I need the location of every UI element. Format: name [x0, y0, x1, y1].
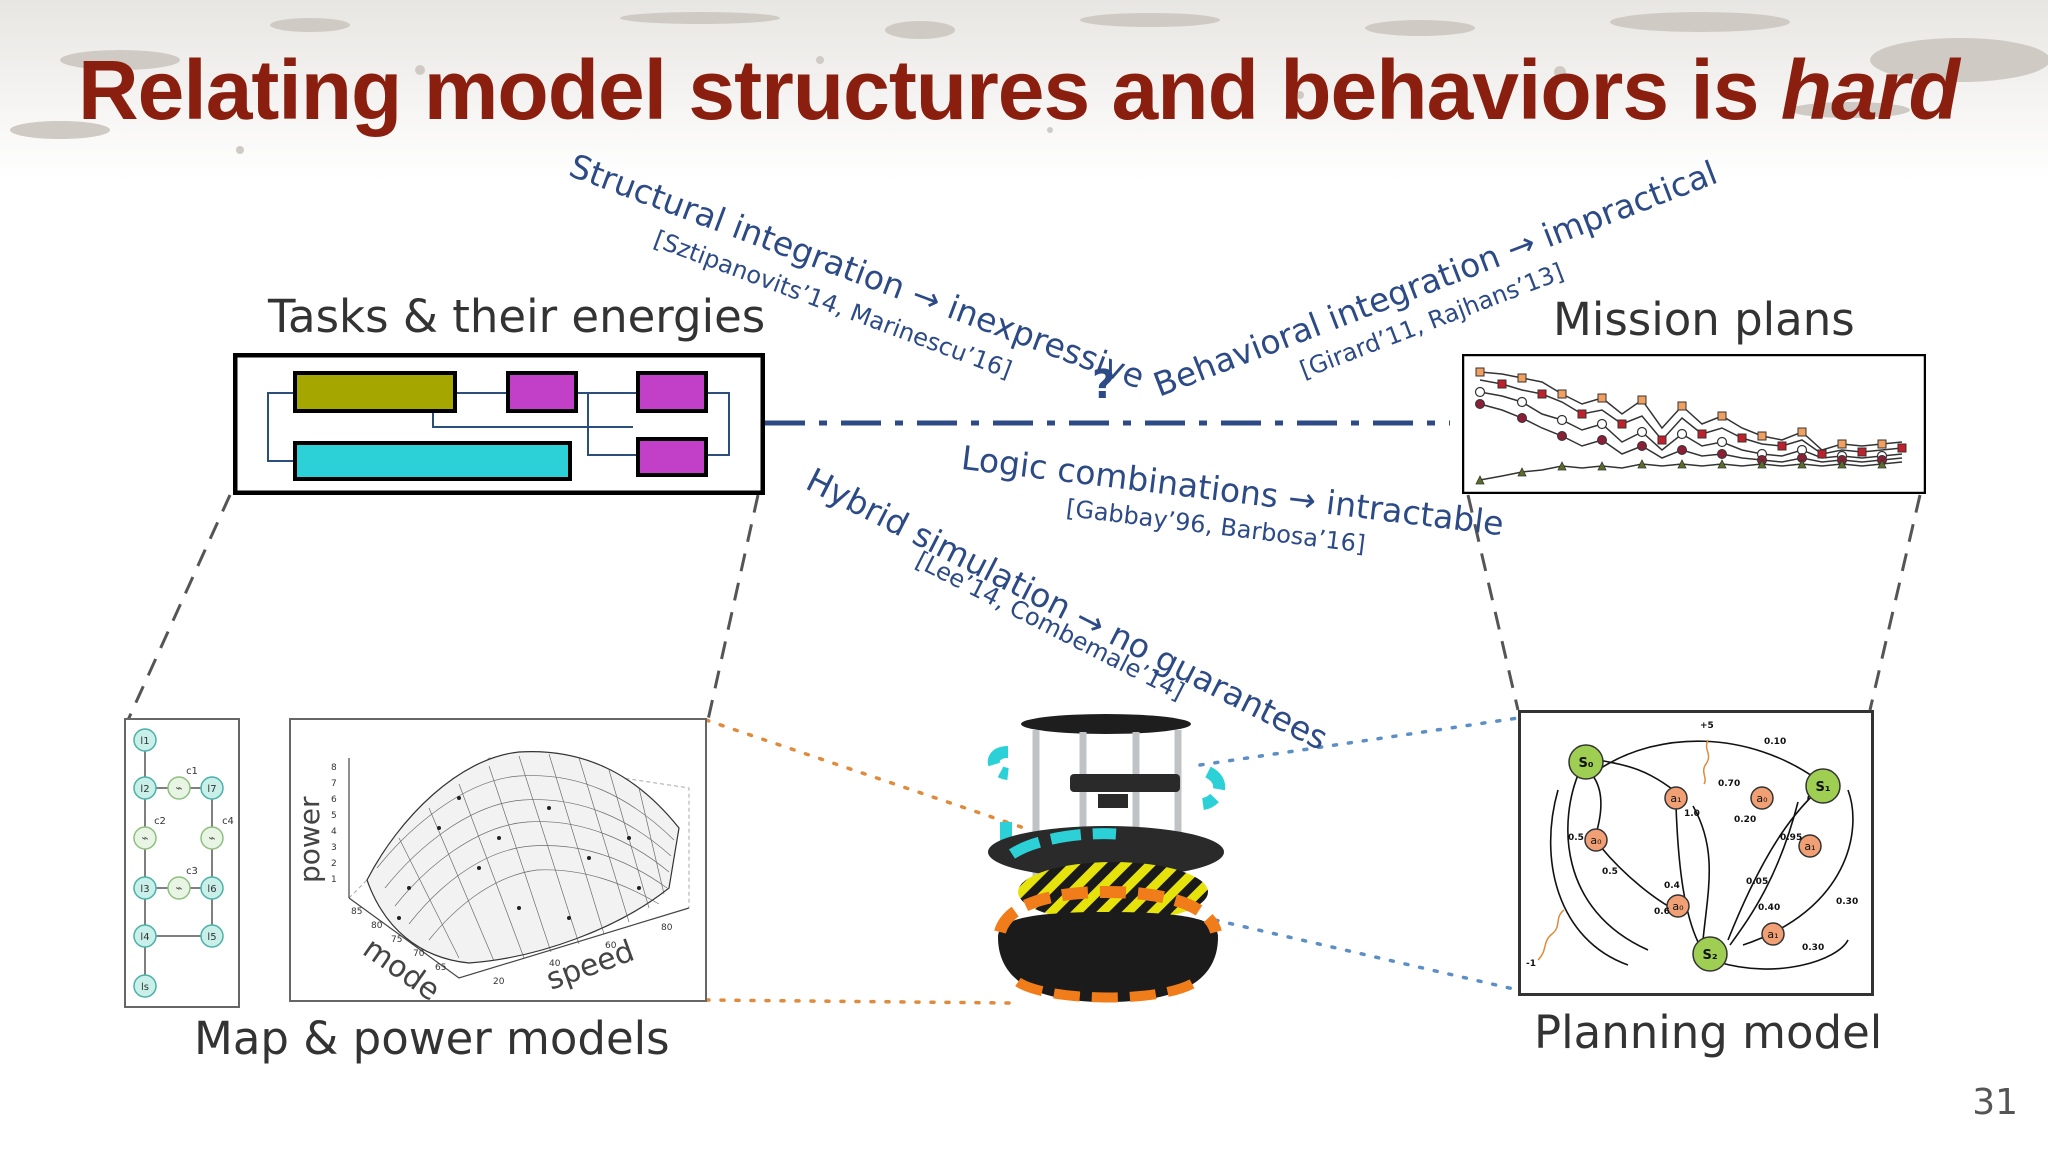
mission-plans-chart: [1462, 354, 1926, 494]
map-node: [133, 924, 157, 948]
prob-label: 0.30: [1802, 943, 1824, 953]
page-number: 31: [1972, 1082, 2018, 1123]
power-3d-plot: 8 7 6 5 4 3 2 1 85 80 75 70 65 20 40 60 …: [289, 718, 707, 1002]
z-tick: 5: [331, 811, 337, 821]
z-tick: 4: [331, 827, 337, 837]
map-node: [200, 876, 224, 900]
action-node: [1798, 834, 1822, 858]
x-tick: 75: [391, 935, 402, 945]
battery-icon: ⌁: [208, 831, 215, 845]
mission-label: Mission plans: [1553, 293, 1855, 346]
edge-label: c2: [154, 816, 166, 827]
prob-label: 0.95: [1780, 833, 1802, 843]
action-label: a₀: [1590, 834, 1602, 847]
map-node-label: l6: [207, 884, 216, 895]
action-node: [1666, 894, 1690, 918]
map-node-label: ls: [141, 982, 149, 993]
state-label: S₂: [1702, 948, 1717, 963]
z-tick: 7: [331, 779, 337, 789]
prob-label: 0.70: [1718, 779, 1740, 789]
map-node-label: l7: [207, 784, 216, 795]
robot-image: [987, 714, 1226, 1003]
state-node: [1692, 936, 1728, 972]
slide-title: Relating model structures and behaviors …: [78, 43, 1960, 137]
prob-label: 0.5: [1568, 833, 1584, 843]
charger-node: [133, 826, 157, 850]
prob-label: 0.6: [1654, 907, 1670, 917]
z-axis-label: power: [293, 796, 326, 883]
edge-label: c3: [186, 866, 198, 877]
map-node-label: l1: [140, 736, 149, 747]
prob-label: 1.0: [1684, 809, 1700, 819]
z-tick: 3: [331, 843, 337, 853]
map-node-label: l5: [207, 932, 216, 943]
action-node: [1761, 922, 1785, 946]
charger-node: [200, 826, 224, 850]
tasks-label: Tasks & their energies: [268, 290, 766, 343]
z-tick: 6: [331, 795, 337, 805]
z-tick: 8: [331, 763, 337, 773]
prob-label: 0.4: [1664, 881, 1680, 891]
prob-label: 0.40: [1758, 903, 1780, 913]
map-node: [133, 728, 157, 752]
background-splatter: [0, 0, 2048, 180]
charger-node: [167, 776, 191, 800]
map-node: [200, 776, 224, 800]
battery-icon: ⌁: [175, 781, 182, 795]
action-node: [1750, 786, 1774, 810]
map-node: [133, 876, 157, 900]
battery-icon: ⌁: [175, 881, 182, 895]
edge-label: c4: [222, 816, 234, 827]
state-node: [1805, 768, 1841, 804]
y-tick: 20: [493, 977, 505, 987]
map-node-label: l4: [140, 932, 149, 943]
edge-label: c1: [186, 766, 198, 777]
state-node: [1568, 744, 1604, 780]
prob-label: 0.30: [1836, 897, 1858, 907]
action-node: [1584, 828, 1608, 852]
planning-label: Planning model: [1534, 1006, 1883, 1059]
action-label: a₁: [1804, 840, 1815, 853]
action-label: a₁: [1670, 792, 1681, 805]
charger-node: [167, 876, 191, 900]
reward-label: +5: [1700, 721, 1714, 731]
prob-label: 0.5: [1602, 867, 1618, 877]
action-label: a₀: [1672, 900, 1684, 913]
y-tick: 60: [605, 941, 617, 951]
action-label: a₁: [1767, 928, 1778, 941]
battery-icon: ⌁: [141, 831, 148, 845]
prob-label: 0.10: [1764, 737, 1786, 747]
z-tick: 2: [331, 859, 337, 869]
map-power-label: Map & power models: [194, 1012, 670, 1065]
x-tick: 80: [371, 921, 383, 931]
prob-label: 0.05: [1746, 877, 1768, 887]
prob-label: 0.20: [1734, 815, 1756, 825]
y-tick: 80: [661, 923, 673, 933]
z-tick: 1: [331, 875, 337, 885]
map-node: [200, 924, 224, 948]
x-tick: 70: [413, 949, 425, 959]
x-tick: 65: [435, 963, 446, 973]
x-tick: 85: [351, 907, 362, 917]
map-graph: l1 l2 l7 l3 l6 l4 l5 ls c1 c2 c4 c3 ⌁ ⌁ …: [124, 718, 240, 1008]
y-tick: 40: [549, 959, 561, 969]
map-node: [133, 974, 157, 998]
question-mark: ?: [1092, 362, 1116, 408]
state-label: S₁: [1815, 780, 1830, 795]
state-label: S₀: [1578, 756, 1593, 771]
map-node-label: l2: [140, 784, 149, 795]
action-node: [1664, 786, 1688, 810]
map-node: [133, 776, 157, 800]
planning-model-mdp: S₀ S₁ S₂ a₁ a₀ a₀ a₁ a₀ a₁ 0.10 0.70 1.0…: [1518, 710, 1874, 996]
reward-label: -1: [1526, 959, 1536, 969]
tasks-diagram: [233, 353, 765, 495]
action-label: a₀: [1756, 792, 1768, 805]
map-node-label: l3: [140, 884, 149, 895]
